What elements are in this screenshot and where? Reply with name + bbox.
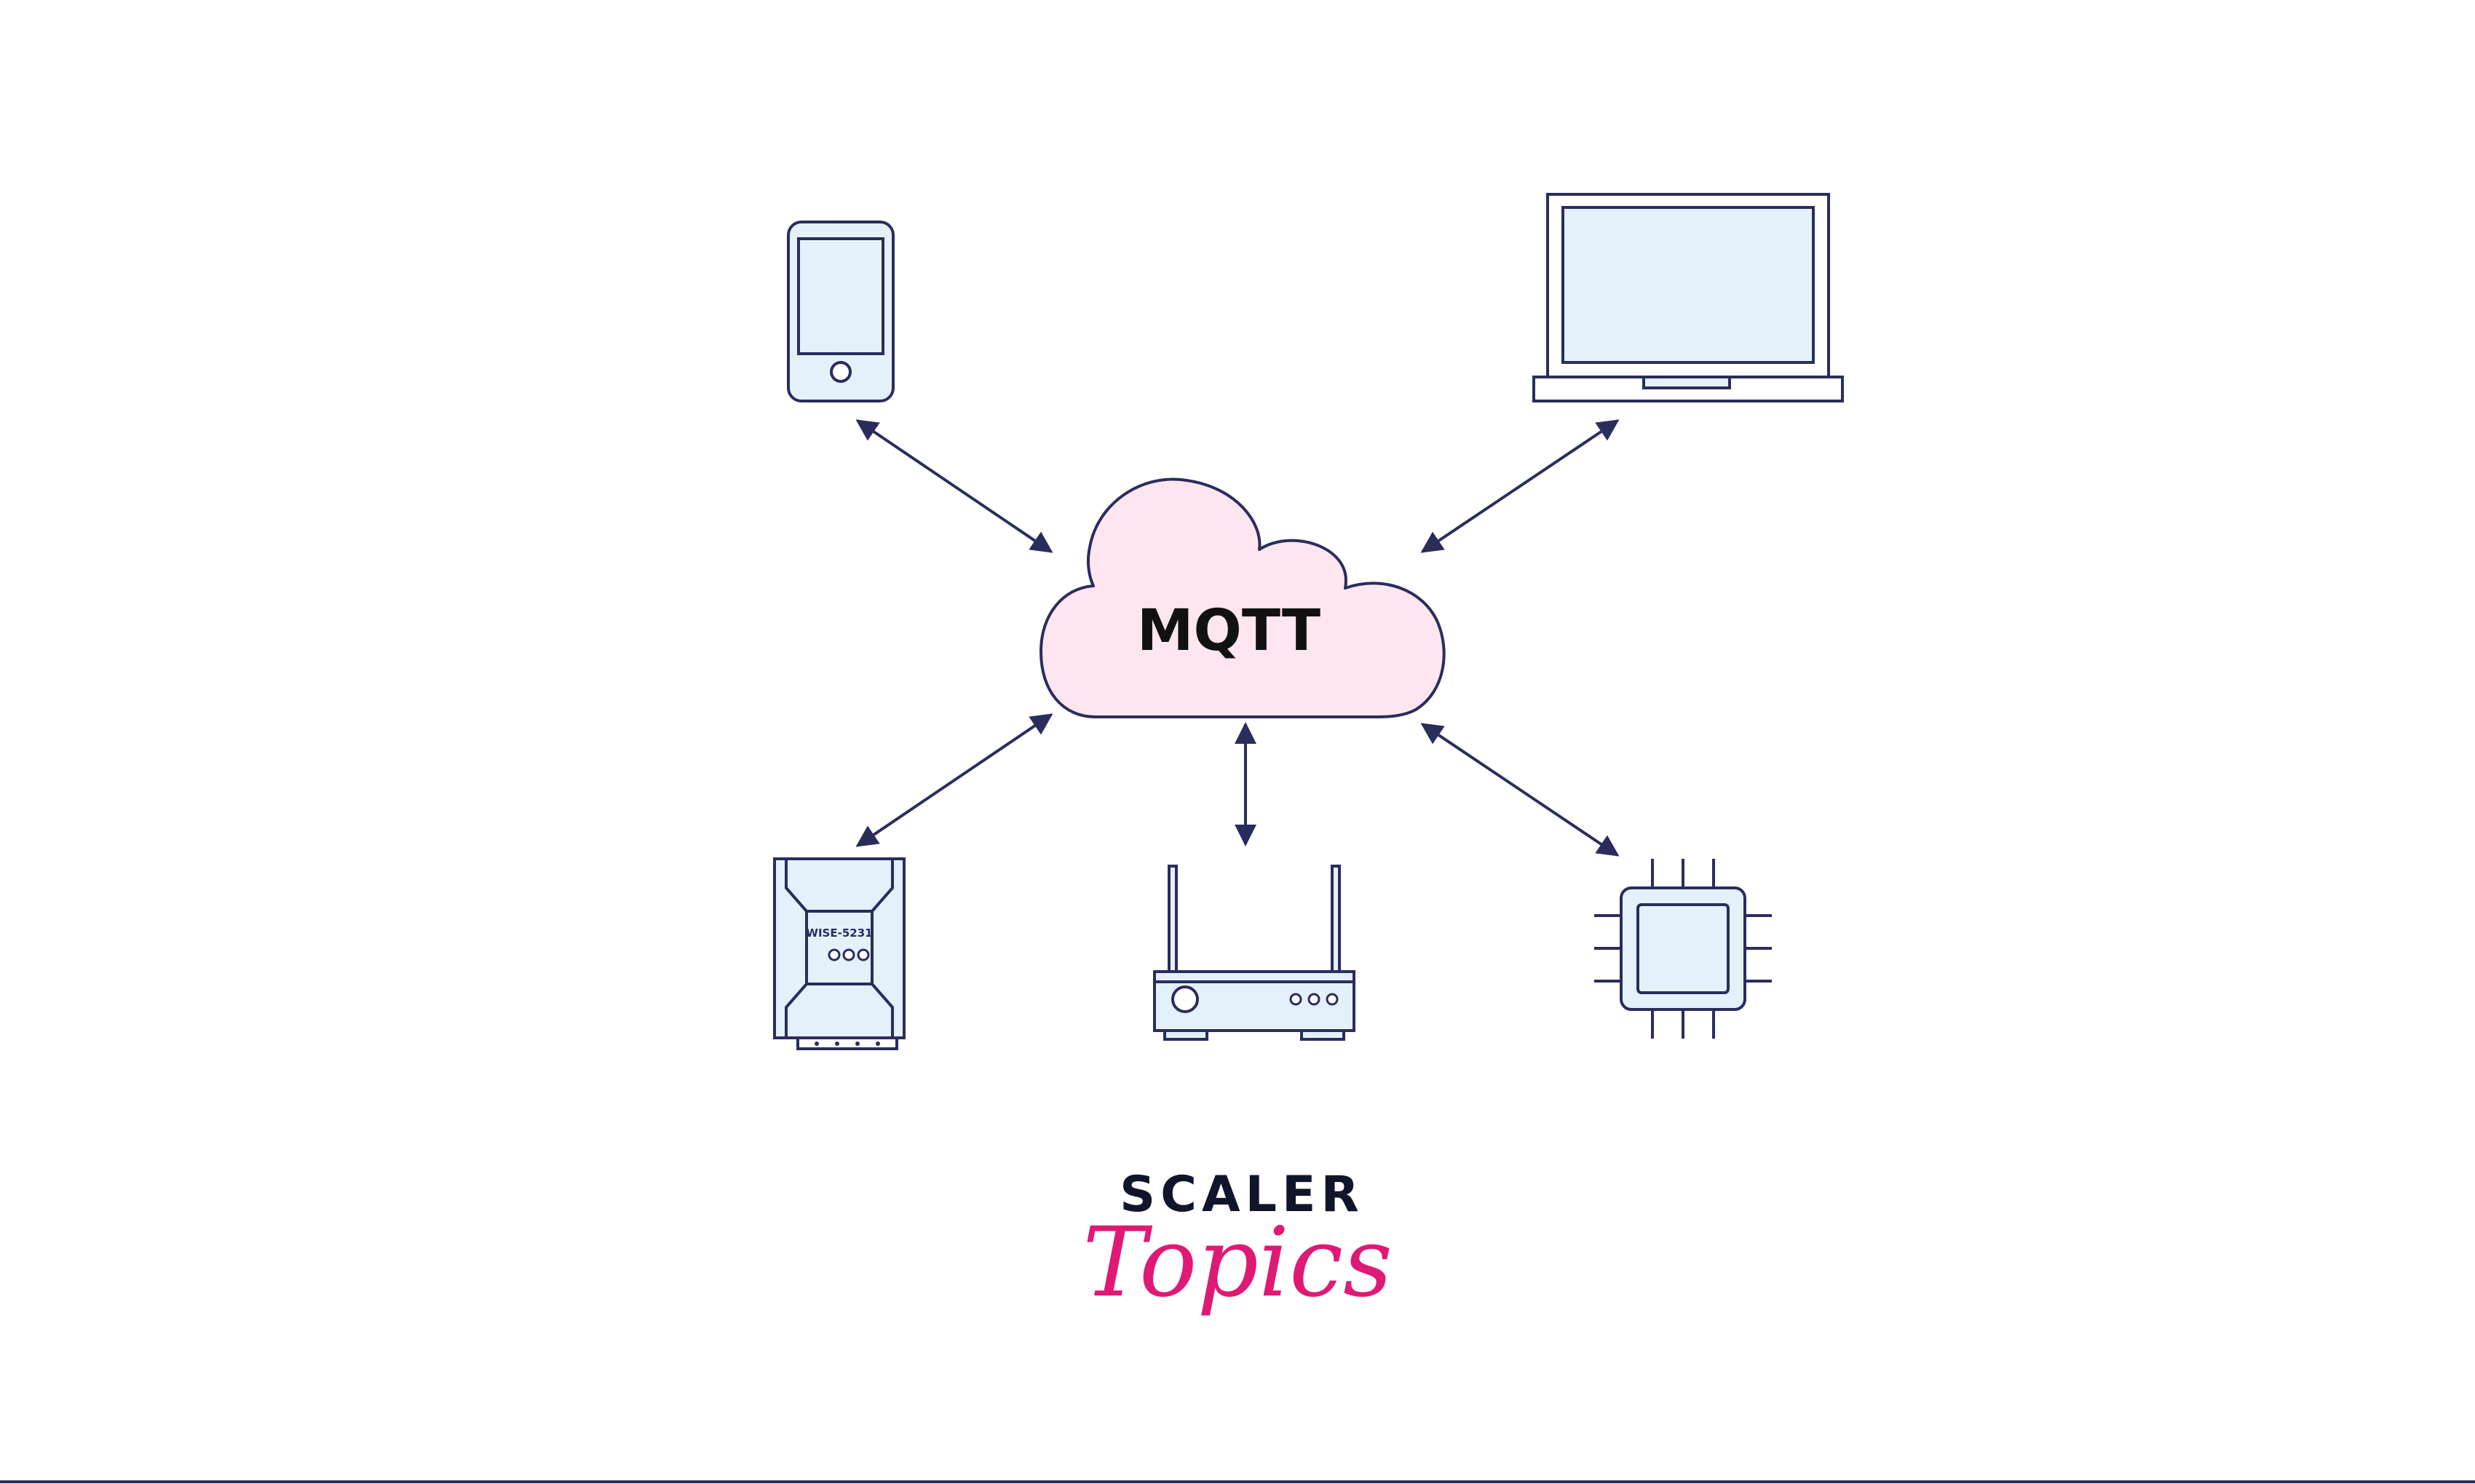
router-led-3	[1326, 993, 1339, 1006]
gateway-device-icon: WISE-5231	[773, 857, 906, 1050]
router-led-1	[1289, 993, 1302, 1006]
router-power-button	[1171, 985, 1199, 1013]
chip-die	[1636, 903, 1730, 994]
connections	[855, 419, 1620, 857]
gateway-pin-2	[835, 1041, 839, 1046]
router-icon	[1153, 865, 1355, 1041]
gateway-pin-1	[815, 1041, 819, 1046]
link-chip	[1420, 723, 1620, 857]
brand-line-1: SCALER	[1120, 1166, 1364, 1223]
gateway-led-3	[857, 948, 870, 961]
phone-home-button	[830, 361, 852, 383]
gateway-led-2	[842, 948, 855, 961]
gateway-body	[773, 857, 906, 1039]
brand-line-2: Topics	[1082, 1207, 1393, 1319]
mqtt-cloud: MQTT	[1040, 477, 1446, 718]
router-antenna-right	[1331, 865, 1341, 973]
gateway-inner-outline	[785, 859, 894, 1038]
chip-pins	[1594, 859, 1772, 1039]
gateway-pin-4	[876, 1041, 880, 1046]
router-led-2	[1307, 993, 1320, 1006]
router-foot-left	[1163, 1029, 1208, 1041]
link-phone	[855, 419, 1053, 553]
laptop-icon	[1532, 193, 1844, 402]
microchip-icon	[1594, 859, 1772, 1039]
gateway-connector-strip	[796, 1036, 898, 1050]
gateway-pin-3	[855, 1041, 860, 1046]
cloud-outline	[1040, 477, 1446, 718]
scaler-topics-logo: SCALER Topics	[1082, 1166, 1393, 1319]
laptop-screen	[1561, 206, 1815, 364]
phone-screen	[797, 237, 884, 355]
link-gateway	[855, 713, 1053, 847]
laptop-trackpad-notch	[1642, 376, 1731, 389]
smartphone-icon	[787, 221, 895, 402]
gateway-model-label: WISE-5231	[806, 926, 872, 940]
router-antenna-left	[1168, 865, 1178, 973]
link-laptop	[1420, 419, 1620, 553]
cloud-label: MQTT	[1137, 598, 1320, 664]
router-foot-right	[1300, 1029, 1345, 1041]
gateway-led-1	[828, 948, 841, 961]
